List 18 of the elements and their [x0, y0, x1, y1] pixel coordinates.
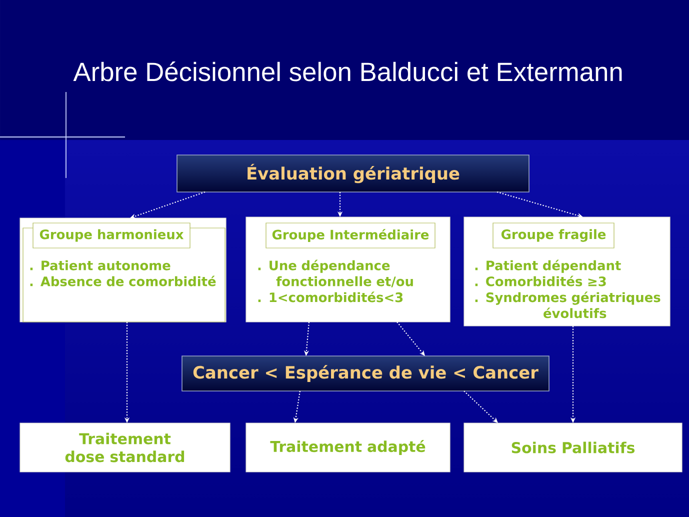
bullet-item: . 1<comorbidités<3 — [258, 292, 403, 302]
bullet-item: . Patient dépendant — [475, 260, 621, 273]
banner-box: Cancer < Espérance de vie < Cancer — [182, 356, 550, 392]
bullet-item: . Une dépendance fonctionnelle et/ou — [258, 260, 413, 288]
arrow — [464, 390, 498, 423]
bullet-item: . Syndromes gériatriques évolutifs — [475, 292, 660, 318]
bullet-item: . Patient autonome — [30, 260, 170, 270]
slide-title: Arbre Décisionnel selon Balducci et Extermann — [73, 62, 622, 82]
group-heading: Groupe fragile — [492, 222, 614, 248]
bullet-item: . Absence de comorbidité — [30, 276, 216, 286]
arrow — [396, 322, 425, 356]
banner-box: Évaluation gériatrique — [176, 154, 530, 192]
group-heading: Groupe Intermédiaire — [266, 222, 436, 248]
result-box: Traitement dose standard — [20, 422, 230, 472]
result-box: Soins Palliatifs — [464, 422, 682, 472]
result-box: Traitement adapté — [246, 422, 450, 472]
group-heading: Groupe harmonieux — [32, 222, 190, 248]
bullet-item: . Comorbidités ≥3 — [475, 276, 606, 286]
